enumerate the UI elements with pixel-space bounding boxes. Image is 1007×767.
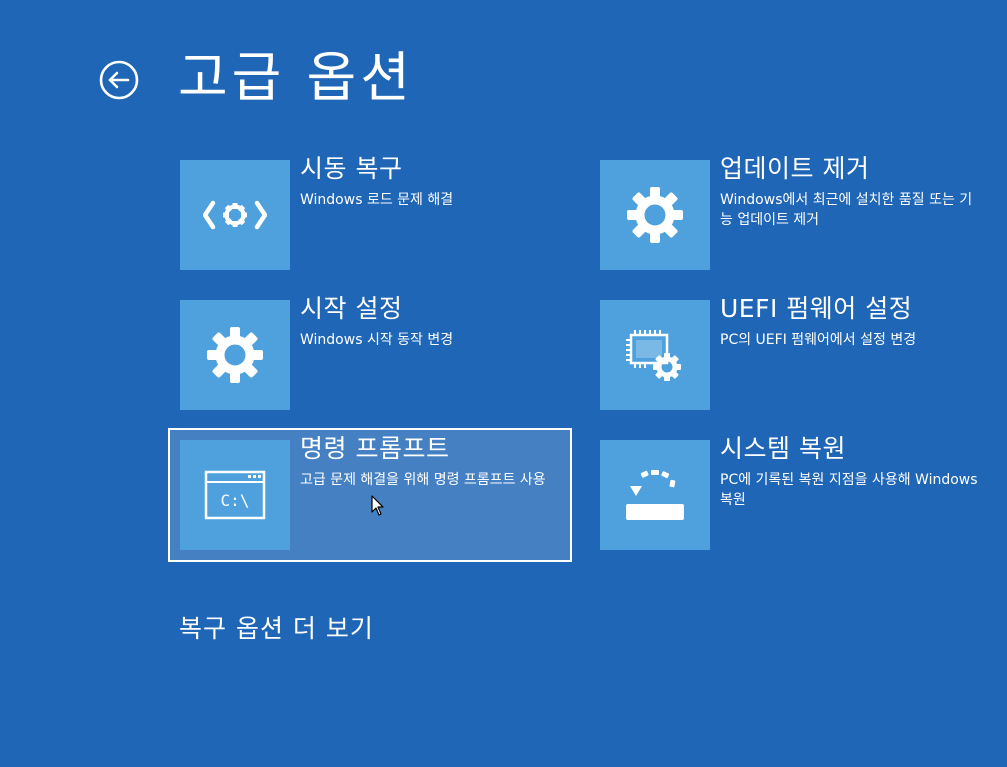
gear-icon [180, 300, 290, 410]
option-description: Windows 시작 동작 변경 [300, 332, 454, 348]
more-recovery-options-link[interactable]: 복구 옵션 더 보기 [179, 614, 374, 643]
option-system-restore[interactable]: 시스템 복원 PC에 기록된 복원 지점을 사용해 Windows 복원 [600, 434, 1000, 550]
option-uefi-firmware-settings[interactable]: UEFI 펌웨어 설정 PC의 UEFI 펌웨어에서 설정 변경 [600, 294, 1000, 410]
option-title: 시작 설정 [300, 294, 403, 323]
option-title: 시동 복구 [300, 154, 403, 183]
option-description: Windows 로드 문제 해결 [300, 192, 454, 208]
mouse-cursor-icon [371, 495, 384, 516]
option-title: 명령 프롬프트 [300, 434, 450, 463]
option-title: 업데이트 제거 [720, 154, 870, 183]
option-command-prompt[interactable]: C:\ 명령 프롬프트 고급 문제 해결을 위해 명령 프롬프트 사용 [168, 428, 580, 562]
option-title: 시스템 복원 [720, 434, 846, 463]
option-startup-settings[interactable]: 시작 설정 Windows 시작 동작 변경 [180, 294, 580, 410]
system-restore-icon [600, 440, 710, 550]
option-startup-repair[interactable]: 시동 복구 Windows 로드 문제 해결 [180, 154, 580, 270]
option-description: 고급 문제 해결을 위해 명령 프롬프트 사용 [300, 472, 546, 488]
option-description: PC에 기록된 복원 지점을 사용해 Windows 복원 [720, 472, 978, 508]
back-arrow-icon [99, 60, 139, 100]
gear-icon [600, 160, 710, 270]
startup-repair-icon [180, 160, 290, 270]
back-button[interactable] [99, 60, 139, 100]
option-description: Windows에서 최근에 설치한 품질 또는 기능 업데이트 제거 [720, 192, 973, 228]
command-prompt-icon: C:\ [180, 440, 290, 550]
page-title: 고급 옵션 [178, 46, 414, 109]
option-title: UEFI 펌웨어 설정 [720, 294, 913, 323]
firmware-chip-gear-icon [600, 300, 710, 410]
option-uninstall-updates[interactable]: 업데이트 제거 Windows에서 최근에 설치한 품질 또는 기능 업데이트 … [600, 154, 1000, 270]
option-description: PC의 UEFI 펌웨어에서 설정 변경 [720, 332, 917, 348]
prompt-glyph: C:\ [221, 491, 250, 510]
